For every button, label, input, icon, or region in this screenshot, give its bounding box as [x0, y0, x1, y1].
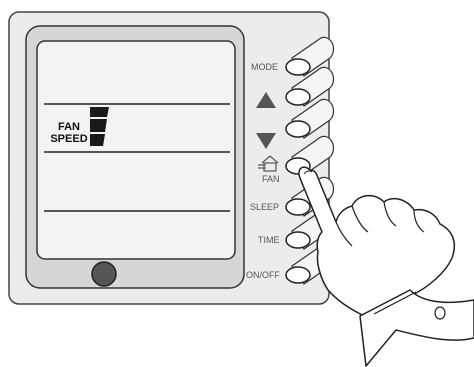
- fan-speed-bar: [90, 119, 107, 132]
- fan-speed-bar: [90, 134, 105, 146]
- fan-speed-bar: [90, 107, 109, 117]
- up-triangle-icon: [256, 92, 276, 108]
- sleep-button-label: SLEEP: [250, 202, 280, 212]
- button-stack: [285, 36, 335, 285]
- fan-speed-label-line2: SPEED: [50, 133, 88, 145]
- shirt-cuff: [359, 289, 474, 367]
- screen-round-button[interactable]: [91, 261, 117, 287]
- cuff-button-icon: [434, 306, 446, 320]
- fan-house-icon: [258, 155, 279, 172]
- sleep-button[interactable]: [285, 198, 311, 216]
- on-off-button-label: ON/OFF: [246, 270, 280, 280]
- time-button-label: TIME: [258, 235, 280, 245]
- mode-button[interactable]: [285, 58, 311, 76]
- mode-button-label: MODE: [251, 62, 278, 72]
- fan-button-label: FAN: [262, 174, 280, 184]
- lcd-screen: [36, 40, 236, 260]
- fan-speed-indicator: [90, 107, 109, 146]
- fan-speed-label-line1: FAN: [58, 121, 80, 133]
- down-triangle-icon: [256, 133, 276, 149]
- up-button[interactable]: [285, 88, 311, 106]
- fan-speed-label: FAN SPEED: [46, 121, 92, 145]
- down-button[interactable]: [285, 120, 311, 138]
- on-off-button[interactable]: [285, 266, 311, 284]
- time-button[interactable]: [285, 231, 311, 249]
- pointing-hand-illustration: [298, 166, 474, 367]
